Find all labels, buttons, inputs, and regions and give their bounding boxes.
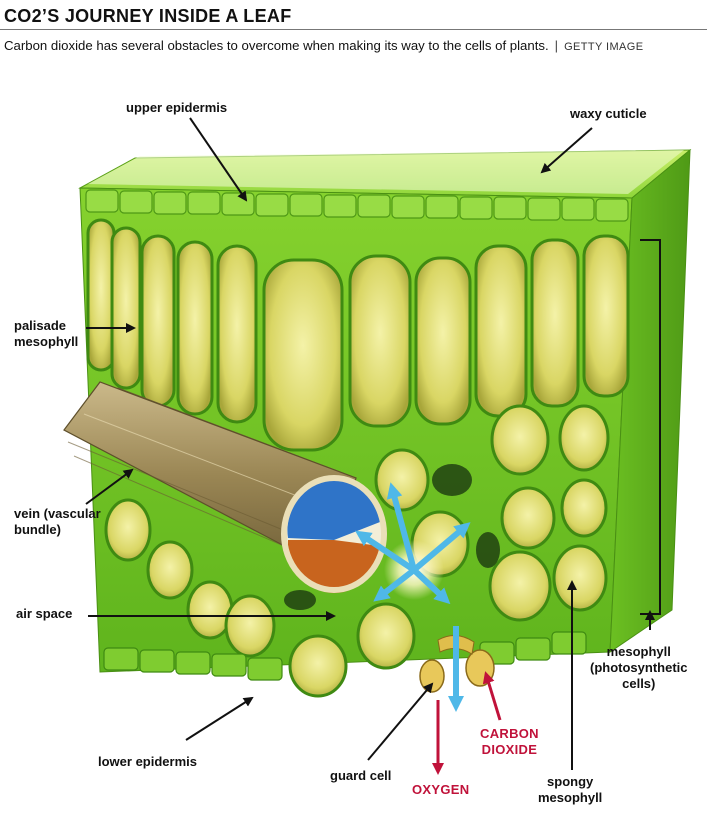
image-credit: GETTY IMAGE (564, 41, 644, 53)
label-mesophyll-photosynthetic: mesophyll (photosynthetic cells) (590, 644, 688, 692)
leaf-side-face (609, 148, 691, 653)
waxy-cuticle-layer (88, 150, 684, 194)
carbon-dioxide-arrow (482, 671, 502, 721)
vein-vascular-bundle (63, 381, 387, 594)
palisade-mesophyll-cells (86, 218, 630, 452)
subtitle: Carbon dioxide has several obstacles to … (4, 38, 643, 53)
gas-flow (355, 482, 471, 712)
subtitle-separator: | (554, 38, 559, 53)
air-spaces (284, 464, 500, 610)
title-divider (0, 29, 707, 30)
label-mesophyll-line1: mesophyll (606, 644, 671, 659)
label-palisade-line2: mesophyll (14, 334, 79, 349)
label-palisade-mesophyll: palisade mesophyll (14, 318, 78, 350)
label-vein: vein (vascular bundle) (14, 506, 101, 538)
label-spongy-mesophyll: spongy mesophyll (538, 774, 602, 806)
leaf-illustration (63, 117, 692, 775)
label-carbon-dioxide: CARBON DIOXIDE (480, 726, 539, 758)
label-mesophyll-line2: (photosynthetic (590, 660, 688, 675)
label-waxy-cuticle: waxy cuticle (570, 106, 647, 121)
label-lower-epidermis: lower epidermis (98, 754, 197, 769)
label-oxygen: OXYGEN (412, 782, 470, 797)
label-vein-line1: vein (vascular (14, 506, 101, 521)
label-spongy-line1: spongy (547, 774, 594, 789)
leaf-diagram: upper epidermis waxy cuticle palisade me… (0, 70, 707, 826)
page-title: CO2’S JOURNEY INSIDE A LEAF (4, 6, 292, 26)
label-carbon-line2: DIOXIDE (481, 742, 538, 757)
label-mesophyll-line3: cells) (622, 676, 656, 691)
label-vein-line2: bundle) (14, 522, 61, 537)
label-carbon-line1: CARBON (480, 726, 539, 741)
label-guard-cell: guard cell (330, 768, 392, 783)
label-leader-lines (85, 117, 655, 770)
label-upper-epidermis: upper epidermis (126, 100, 228, 115)
label-air-space: air space (16, 606, 73, 621)
lower-epidermis-cells (103, 631, 587, 681)
label-palisade-line1: palisade (14, 318, 67, 333)
subtitle-text: Carbon dioxide has several obstacles to … (4, 38, 549, 53)
label-spongy-line2: mesophyll (538, 790, 603, 805)
upper-epidermis-cells (85, 189, 629, 222)
